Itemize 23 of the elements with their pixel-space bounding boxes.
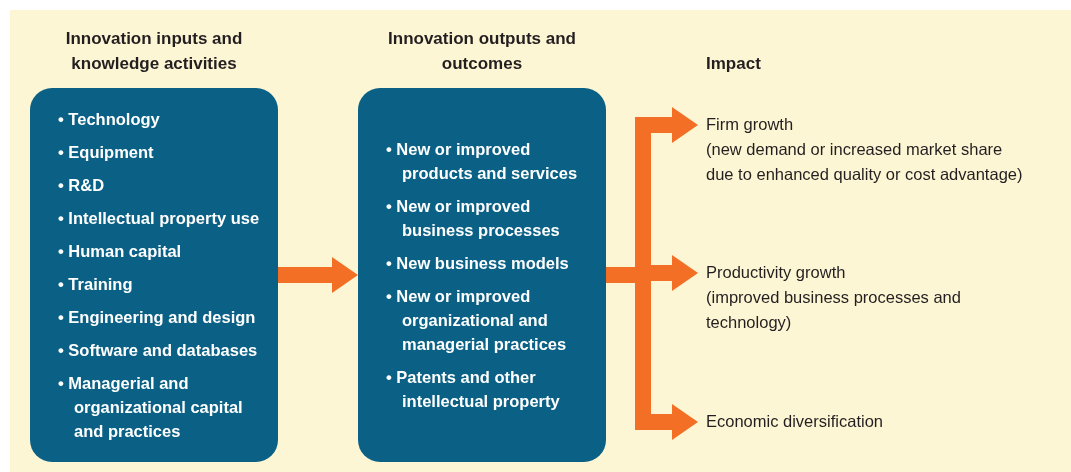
bullet-item: • Managerial and organizational capital and practices	[58, 373, 244, 442]
bullet-item: • Patents and other intellectual property	[386, 367, 561, 412]
bullet-item: • Technology	[58, 109, 161, 130]
impact-title: Economic diversification	[706, 411, 883, 432]
bullet-item: • R&D	[58, 175, 106, 196]
impact-title: Productivity growth	[706, 262, 846, 283]
bullet-item: • Engineering and design	[58, 307, 257, 328]
column-heading: Innovation inputs and knowledge activities	[64, 28, 244, 75]
bullet-item: • Software and databases	[58, 340, 259, 361]
column-heading: Impact	[706, 53, 761, 75]
bullet-item: • Training	[58, 274, 134, 295]
bullet-item: • Human capital	[58, 241, 183, 262]
impact-title: Firm growth	[706, 114, 794, 135]
bullet-item: • New or improved business processes	[386, 196, 561, 241]
bullet-item: • Equipment	[58, 142, 155, 163]
bullet-item: • New or improved products and services	[386, 139, 579, 184]
column-heading: Innovation outputs and outcomes	[388, 28, 576, 75]
bullet-item: • New business models	[386, 253, 570, 274]
bullet-item: • Intellectual property use	[58, 208, 261, 229]
bullet-item: • New or improved organizational and managerial practices	[386, 286, 568, 355]
impact-description: (improved business processes and technology)	[706, 287, 962, 333]
impact-description: (new demand or increased market share due to enhanced quality or cost advantage)	[706, 139, 1024, 185]
arrow	[278, 257, 358, 293]
